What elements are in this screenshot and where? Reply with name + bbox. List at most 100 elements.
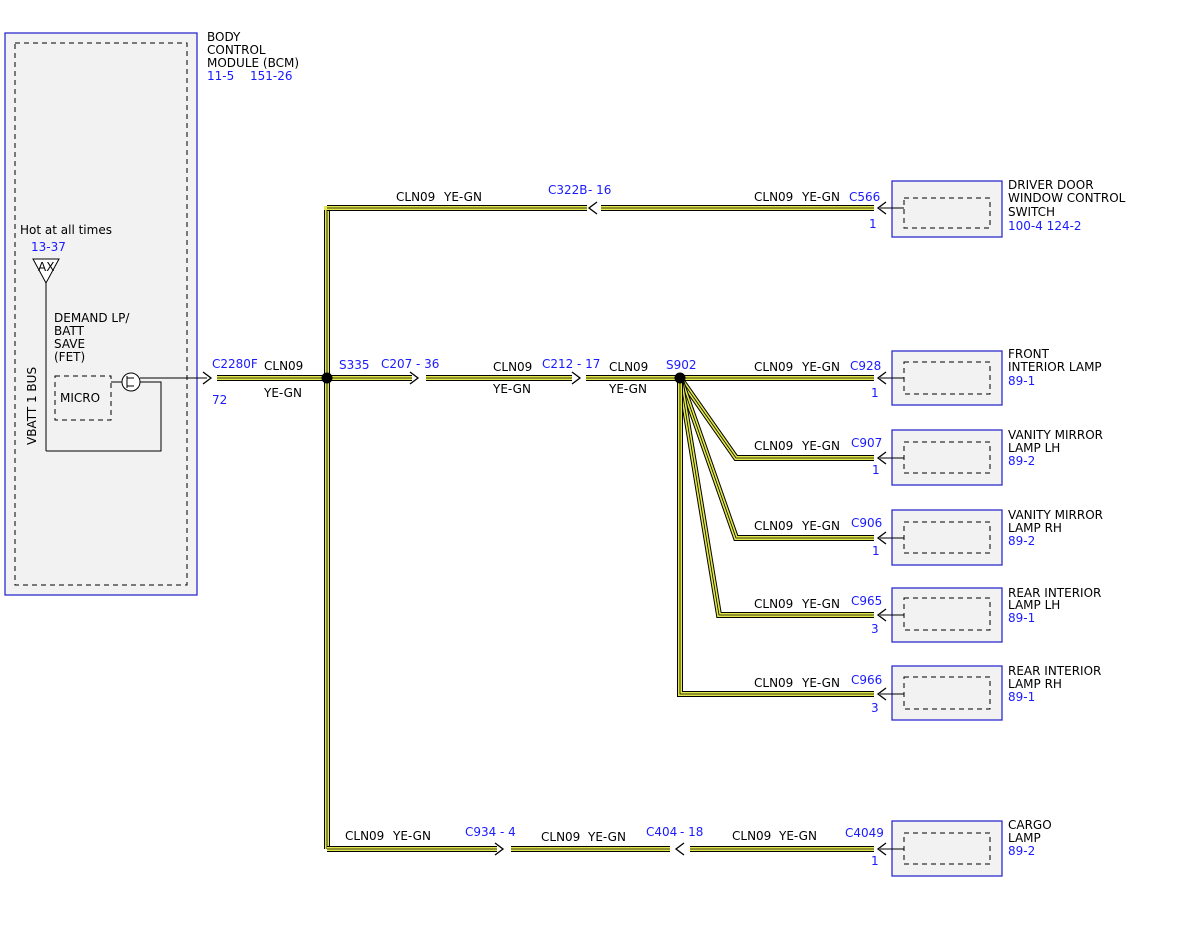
vanity-rh-ref[interactable]: 89-2 — [1008, 534, 1035, 548]
vbatt-bus-label: VBATT 1 BUS — [25, 367, 39, 445]
wire-circuit-label: CLN09 — [754, 360, 793, 374]
wire-circuit-label: CLN09 — [754, 597, 793, 611]
c2280f-connector-icon — [202, 371, 213, 385]
splice-s902-label[interactable]: S902 — [666, 358, 697, 372]
vanity-mirror-lamp-lh[interactable] — [876, 429, 1003, 486]
wire-circuit-label: CLN09 — [754, 439, 793, 453]
micro-label: MICRO — [60, 391, 100, 405]
c965-connector[interactable]: C965 — [851, 594, 882, 608]
c4049-connector[interactable]: C4049 — [845, 826, 884, 840]
wire-circuit-label: CLN09 — [754, 190, 793, 204]
wire-color-label: YE-GN — [608, 382, 647, 396]
wire-circuit-label: CLN09 — [264, 359, 303, 373]
driver-door-name-2: WINDOW CONTROL — [1008, 191, 1126, 205]
c207-connector-icon — [409, 371, 420, 385]
wire-color-label: YE-GN — [801, 519, 840, 533]
c404-connector[interactable]: C404 — [646, 825, 677, 839]
c207-pin: - 36 — [416, 357, 439, 371]
wire-circuit-label: CLN09 — [396, 190, 435, 204]
c906-pin: 1 — [872, 544, 880, 558]
vanity-mirror-lamp-rh[interactable] — [876, 509, 1003, 566]
driver-door-ref[interactable]: 100-4 124-2 — [1008, 219, 1082, 233]
wire-color-label: YE-GN — [801, 190, 840, 204]
rear-lh-name-1: REAR INTERIOR — [1008, 586, 1101, 600]
c566-pin: 1 — [869, 217, 877, 231]
hot-at-all-times-label: Hot at all times — [20, 223, 112, 237]
wire-color-label: YE-GN — [587, 830, 626, 844]
c966-pin: 3 — [871, 701, 879, 715]
c907-connector[interactable]: C907 — [851, 436, 882, 450]
c322b-pin: - 16 — [588, 183, 611, 197]
wire-color-label: YE-GN — [801, 439, 840, 453]
micro-box — [54, 375, 112, 421]
c965-pin: 3 — [871, 622, 879, 636]
wire-harness[interactable] — [217, 205, 874, 852]
c322b-connector[interactable]: C322B — [548, 183, 588, 197]
cargo-lamp[interactable] — [876, 820, 1003, 877]
front-lamp-ref[interactable]: 89-1 — [1008, 374, 1035, 388]
wire-circuit-label: CLN09 — [732, 829, 771, 843]
wire-circuit-label: CLN09 — [754, 519, 793, 533]
fuse-label: AX — [38, 260, 54, 274]
c907-pin: 1 — [872, 463, 880, 477]
bcm-ref-2[interactable]: 151-26 — [250, 69, 293, 83]
demand-line-3: SAVE — [54, 337, 85, 351]
rear-rh-name-2: LAMP RH — [1008, 677, 1062, 691]
wire-color-label: YE-GN — [801, 360, 840, 374]
demand-line-1: DEMAND LP/ — [54, 311, 130, 325]
rear-rh-ref[interactable]: 89-1 — [1008, 690, 1035, 704]
c2280f-pin: 72 — [212, 393, 227, 407]
wire-circuit-label: CLN09 — [493, 360, 532, 374]
c906-connector[interactable]: C906 — [851, 516, 882, 530]
c207-connector[interactable]: C207 — [381, 357, 412, 371]
c934-connector-icon — [494, 842, 505, 856]
wire-circuit-label: CLN09 — [541, 830, 580, 844]
c404-pin: - 18 — [680, 825, 703, 839]
splice-s335-icon[interactable] — [321, 372, 333, 384]
wire-color-label: YE-GN — [392, 829, 431, 843]
c934-connector[interactable]: C934 — [465, 825, 496, 839]
vanity-lh-name-2: LAMP LH — [1008, 441, 1060, 455]
c212-connector[interactable]: C212 — [542, 357, 573, 371]
front-interior-lamp[interactable] — [876, 350, 1003, 406]
vanity-rh-name-2: LAMP RH — [1008, 521, 1062, 535]
c966-connector[interactable]: C966 — [851, 673, 882, 687]
driver-door-name-1: DRIVER DOOR — [1008, 178, 1094, 192]
front-lamp-name-1: FRONT — [1008, 347, 1050, 361]
cargo-ref[interactable]: 89-2 — [1008, 844, 1035, 858]
c2280f-connector[interactable]: C2280F — [212, 357, 258, 371]
vanity-lh-name-1: VANITY MIRROR — [1008, 428, 1103, 442]
c322b-connector-icon — [587, 201, 598, 215]
hot-ref-link[interactable]: 13-37 — [31, 240, 66, 254]
fet-transistor-icon — [46, 372, 207, 452]
splice-s335-label[interactable]: S335 — [339, 358, 370, 372]
cargo-name-1: CARGO — [1008, 818, 1052, 832]
fuse-ax-icon — [32, 258, 60, 451]
driver-door-window-switch[interactable] — [876, 180, 1003, 238]
c928-pin: 1 — [871, 386, 879, 400]
splice-s902-icon[interactable] — [674, 372, 686, 384]
rear-interior-lamp-rh[interactable] — [876, 665, 1003, 721]
vanity-lh-ref[interactable]: 89-2 — [1008, 454, 1035, 468]
front-lamp-name-2: INTERIOR LAMP — [1008, 360, 1102, 374]
c4049-pin: 1 — [871, 854, 879, 868]
rear-interior-lamp-lh[interactable] — [876, 587, 1003, 643]
c934-pin: - 4 — [500, 825, 516, 839]
wire-color-label: YE-GN — [778, 829, 817, 843]
c212-pin: - 17 — [577, 357, 600, 371]
c404-connector-icon — [674, 842, 685, 856]
c566-connector[interactable]: C566 — [849, 190, 880, 204]
demand-line-4: (FET) — [54, 350, 85, 364]
wire-color-label: YE-GN — [801, 676, 840, 690]
rear-rh-name-1: REAR INTERIOR — [1008, 664, 1101, 678]
wire-color-label: YE-GN — [801, 597, 840, 611]
rear-lh-name-2: LAMP LH — [1008, 598, 1060, 612]
bcm-ref-1[interactable]: 11-5 — [207, 69, 234, 83]
body-control-module[interactable] — [4, 32, 198, 596]
rear-lh-ref[interactable]: 89-1 — [1008, 611, 1035, 625]
c928-connector[interactable]: C928 — [850, 359, 881, 373]
wire-circuit-label: CLN09 — [754, 676, 793, 690]
wire-circuit-label: CLN09 — [345, 829, 384, 843]
bcm-title-line-1: BODY — [207, 30, 241, 44]
